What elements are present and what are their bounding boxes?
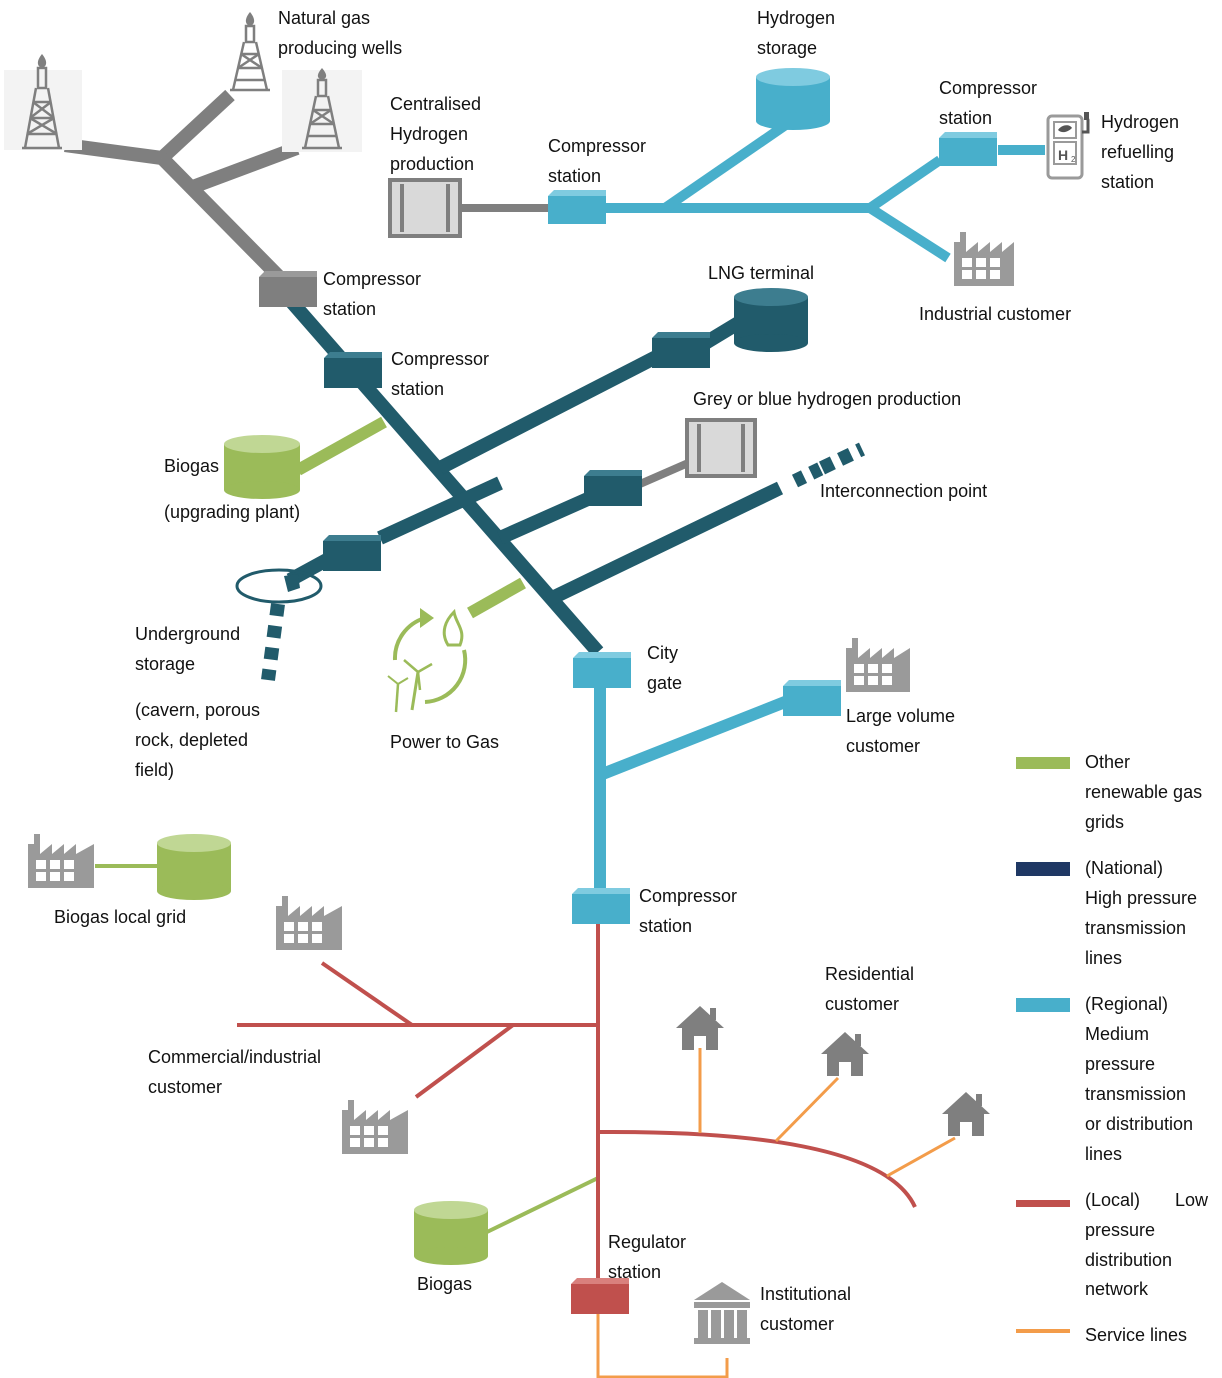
compressor-station-grey-icon	[259, 271, 317, 307]
institutional-label: Institutional customer	[760, 1284, 856, 1334]
industrial-customer-factory-icon	[954, 232, 1014, 286]
commercial-customer-factory-icon	[276, 896, 342, 950]
compressor-regional-label: Compressor station	[639, 886, 742, 936]
compressor-h2-label: Compressor station	[548, 136, 651, 186]
gas-well-icon	[282, 68, 362, 152]
compressor-station-h2-icon	[548, 190, 606, 224]
house-icon	[676, 1006, 724, 1050]
compressor-national-label: Compressor station	[391, 349, 494, 399]
grey-blue-h2-label: Grey or blue hydrogen production	[693, 389, 961, 409]
compressor-station-national-icon	[324, 352, 382, 388]
biogas-local-grid-storage-icon	[157, 834, 231, 900]
h2-symbol: H	[1058, 147, 1068, 163]
biogas-local-grid-label: Biogas local grid	[54, 907, 186, 927]
centralised-h2-label: Centralised Hydrogen production	[390, 94, 486, 174]
service-lines	[596, 1048, 956, 1378]
regulator-label: Regulator station	[608, 1232, 691, 1282]
large-volume-customer-factory-icon	[846, 638, 910, 692]
centralised-hydrogen-production-icon	[388, 178, 462, 238]
biogas-upgrading-label: Biogas (upgrading plant)	[164, 456, 300, 522]
local-low-pressure-network	[237, 918, 917, 1287]
biogas-bottom-label: Biogas	[417, 1274, 472, 1294]
underground-storage-icon	[235, 568, 323, 604]
industrial-customer-label: Industrial customer	[919, 304, 1071, 324]
residential-label: Residential customer	[825, 964, 919, 1014]
regulator-station-icon	[571, 1278, 629, 1314]
storage-compressor-icon	[323, 535, 381, 571]
svg-text:2: 2	[1071, 155, 1076, 164]
grey-blue-hydrogen-production-icon	[685, 418, 757, 478]
legend-item-service: Service lines	[1016, 1325, 1187, 1345]
compressor-grey-label: Compressor station	[323, 269, 426, 319]
underground-storage-label: Underground storage (cavern, porous rock…	[135, 624, 265, 780]
gas-wells-label: Natural gas producing wells	[278, 8, 402, 58]
power-to-gas-icon	[387, 608, 468, 713]
renewable-gas-lines	[95, 416, 599, 1234]
lng-terminal-label: LNG terminal	[708, 263, 814, 283]
h2-refuelling-label: Hydrogen refuelling station	[1101, 112, 1184, 192]
biogas-local-grid-factory-icon	[28, 834, 94, 888]
gas-well-icon	[4, 54, 82, 150]
house-icon	[821, 1032, 869, 1076]
house-icon	[942, 1092, 990, 1136]
industrial-customer-bottom-factory-icon	[342, 1100, 408, 1154]
hydrogen-storage-icon	[756, 68, 830, 130]
city-gate-label: City gate	[647, 643, 683, 693]
biogas-bottom-icon	[414, 1201, 488, 1265]
hydrogen-refuelling-station-icon: H 2	[1046, 112, 1090, 180]
lng-compressor-icon	[652, 332, 710, 368]
commercial-industrial-label: Commercial/industrial customer	[148, 1047, 326, 1097]
interconnection-label: Interconnection point	[820, 481, 987, 501]
city-gate-icon	[573, 652, 631, 688]
grey-h2-compressor-icon	[584, 470, 642, 506]
large-volume-station-icon	[783, 680, 841, 716]
grey-gas-gathering-lines	[64, 89, 300, 293]
svg-text:Service lines: Service lines	[1085, 1325, 1187, 1345]
regional-medium-pressure-lines	[594, 680, 793, 895]
institutional-building-icon	[694, 1282, 750, 1344]
hydrogen-storage-label: Hydrogen storage	[757, 8, 840, 58]
compressor-station-h2-right-icon	[939, 132, 997, 166]
compressor-h2-right-label: Compressor station	[939, 78, 1042, 128]
lng-terminal-icon	[734, 288, 808, 352]
biogas-upgrading-plant-icon	[224, 435, 300, 499]
power-to-gas-label: Power to Gas	[390, 732, 499, 752]
gas-well-icon	[230, 12, 270, 92]
hydrogen-network-lines	[605, 117, 1045, 263]
large-volume-label: Large volume customer	[846, 706, 960, 756]
compressor-station-regional-icon	[572, 888, 630, 924]
